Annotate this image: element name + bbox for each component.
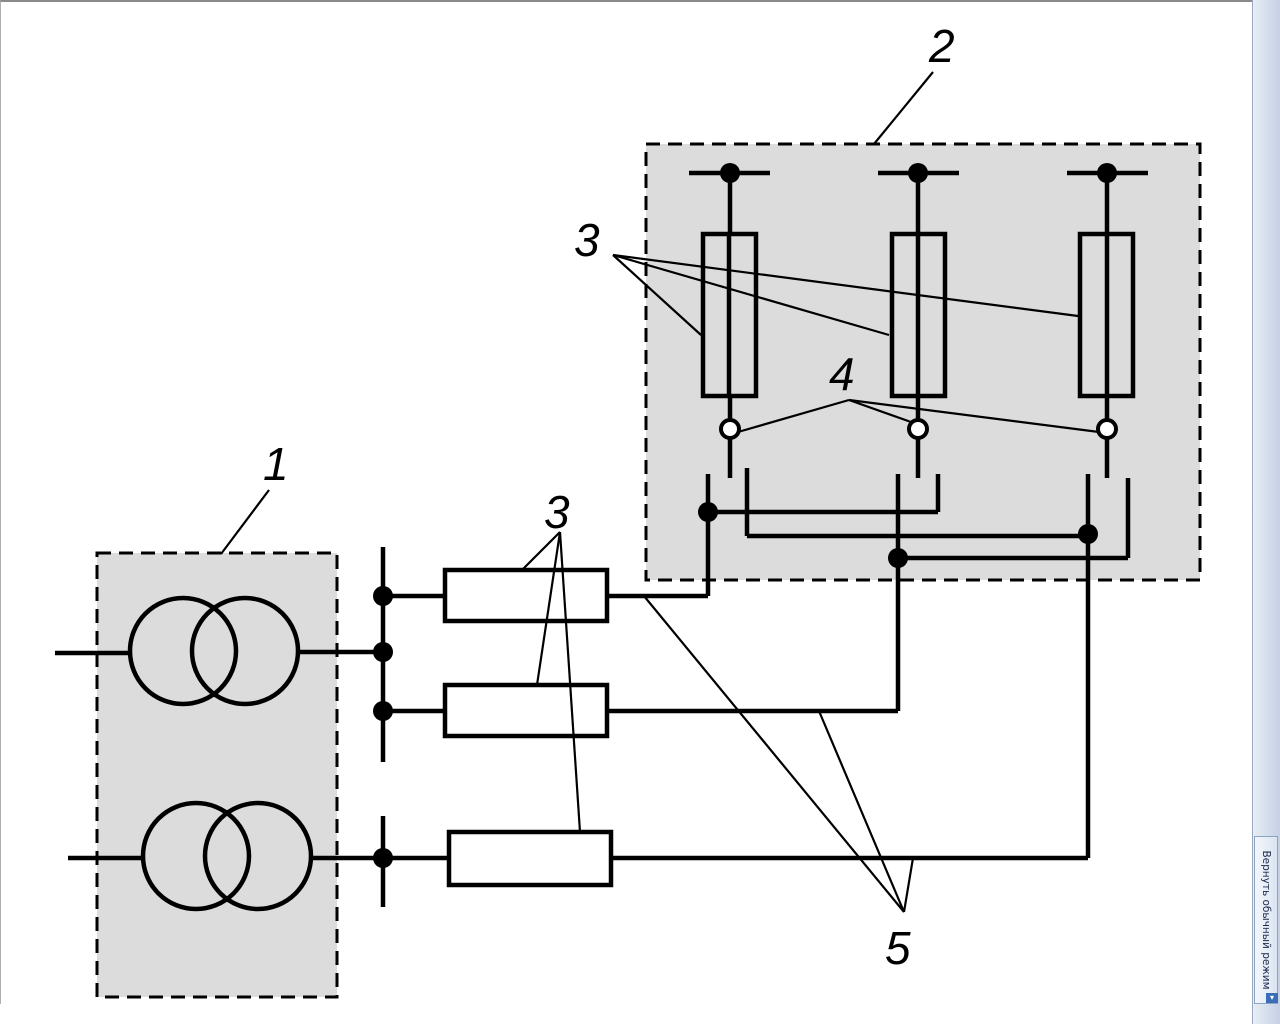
cross-connections — [705, 468, 1131, 561]
label-1: 1 — [263, 438, 289, 490]
feeder-line-2 — [383, 558, 901, 739]
label-4: 4 — [829, 348, 855, 400]
feeder-line-3 — [383, 534, 1091, 888]
leader-lines — [220, 71, 1100, 913]
open-contacts — [719, 418, 1118, 440]
label-3-upper: 3 — [574, 214, 600, 266]
transformer-enclosure — [95, 551, 339, 999]
document-canvas: 1 2 3 3 4 5 — [0, 0, 1252, 1024]
bottom-margin — [0, 1004, 1252, 1024]
label-5: 5 — [885, 922, 911, 974]
chevron-down-icon[interactable]: ▾ — [1266, 993, 1278, 1003]
vertical-unit-1 — [689, 170, 770, 478]
transformer-symbol-1 — [55, 595, 383, 707]
restore-button-label: Вернуть обычный режим — [1260, 850, 1272, 990]
label-2: 2 — [928, 20, 955, 72]
feeder-line-1 — [383, 512, 711, 624]
electrical-schematic: 1 2 3 3 4 5 — [55, 20, 1202, 999]
label-3-lower: 3 — [544, 486, 570, 538]
restore-normal-mode-button[interactable]: Вернуть обычный режим — [1254, 836, 1278, 1004]
transformer-symbol-2 — [68, 800, 383, 912]
vertical-unit-3 — [1067, 170, 1148, 478]
junction-dots — [373, 163, 1117, 868]
vertical-unit-2 — [878, 170, 959, 478]
